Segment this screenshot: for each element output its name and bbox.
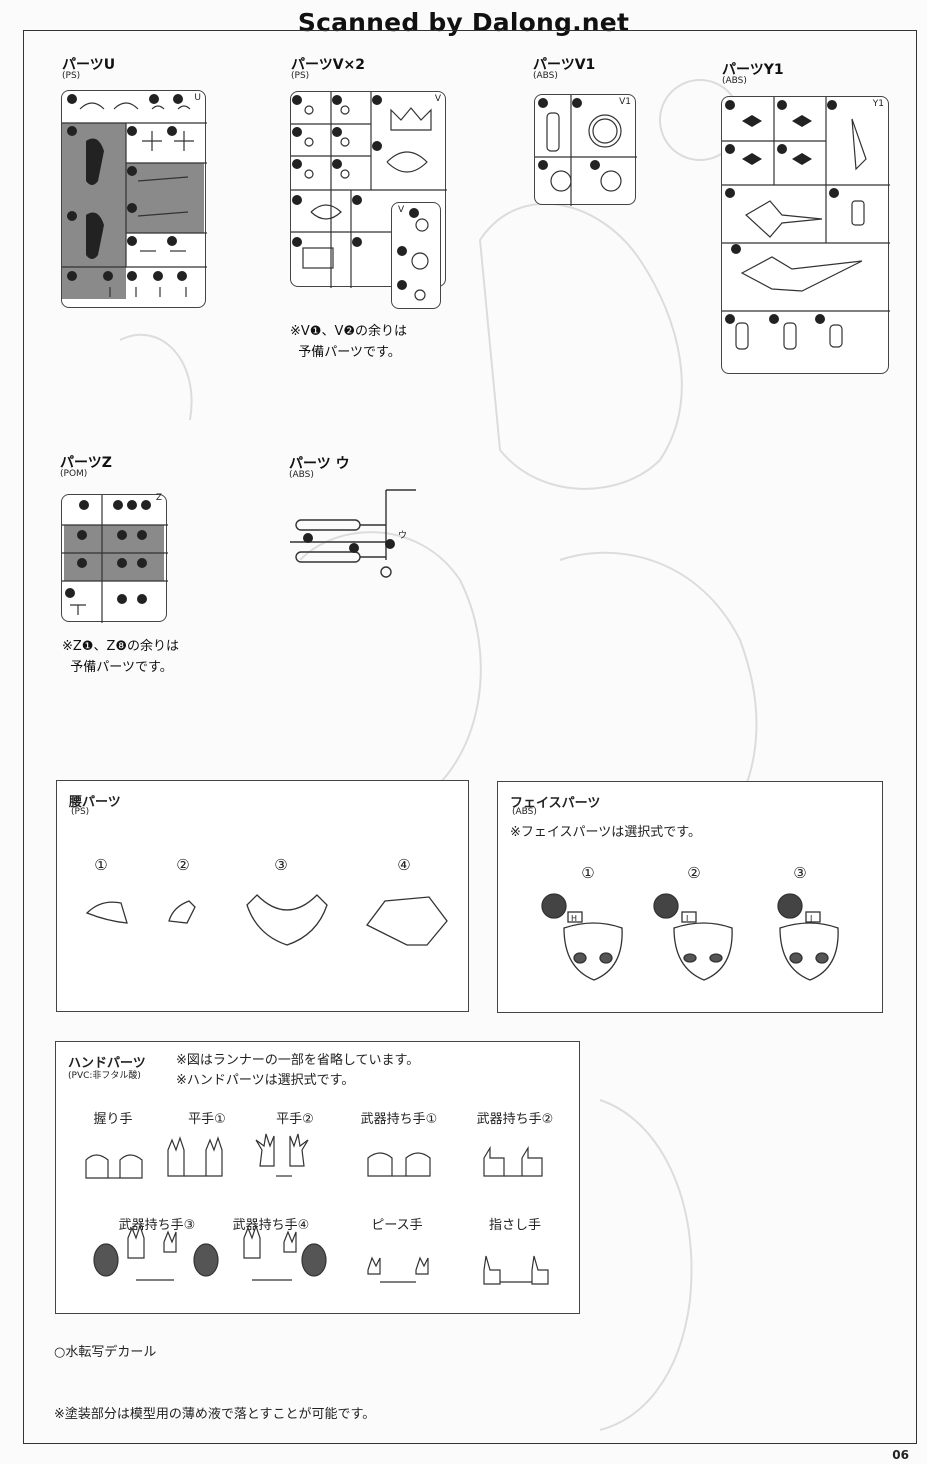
- runner-y1-material: (ABS): [722, 76, 747, 86]
- runner-u2-title: パーツ ウ: [289, 456, 350, 472]
- hand-parts-drawings: [85, 1133, 549, 1285]
- waist-option-4-label: ④: [397, 856, 411, 874]
- runner-z-drawing: [62, 495, 168, 623]
- runner-z-material: (POM): [60, 469, 88, 479]
- runner-y1: Y1: [721, 96, 890, 374]
- face-option-2[interactable]: [653, 893, 733, 981]
- hand-peace-pair[interactable]: [367, 1256, 429, 1283]
- waist-part-4[interactable]: [366, 896, 448, 946]
- runner-v1-drawing: [535, 95, 637, 206]
- runner-v1-title: パーツV1: [533, 57, 596, 73]
- runner-z-title: パーツZ: [60, 455, 112, 471]
- runner-u-material: (PS): [62, 71, 81, 81]
- scan-title: Scanned by Dalong.net: [297, 8, 630, 37]
- runner-u-title: パーツU: [62, 57, 116, 73]
- runner-v-tag: V: [434, 94, 441, 104]
- face-panel-note: ※フェイスパーツは選択式です。: [510, 825, 701, 840]
- face-parts-panel: フェイスパーツ (ABS) ※フェイスパーツは選択式です。 ① ② ③: [497, 781, 883, 1013]
- runner-u-tag: U: [194, 93, 201, 103]
- hand-label-peace: ピース手: [371, 1218, 423, 1233]
- waist-panel-title: 腰パーツ: [69, 795, 121, 810]
- runner-v-spare-note: ※V❶、V❷の余りは 予備パーツです。: [290, 324, 407, 360]
- hand-pointing-pair[interactable]: [483, 1255, 549, 1285]
- runner-u2-drawing: ウ: [290, 489, 416, 578]
- runner-v-drawing: [291, 92, 447, 288]
- face-parts-drawings: H I J: [541, 893, 839, 981]
- hand-parts-panel: ハンドパーツ (PVC:非フタル酸) ※図はランナーの一部を省略しています。 ※…: [55, 1041, 580, 1314]
- hand-label-weapon-3: 武器持ち手③: [118, 1218, 196, 1233]
- face-option-1-label: ①: [581, 864, 595, 882]
- paint-note: ※塗装部分は模型用の薄め液で落とすことが可能です。: [54, 1407, 376, 1422]
- runner-z-spare-note: ※Z❶、Z❽の余りは 予備パーツです。: [62, 639, 180, 675]
- decal-label: ○水転写デカール: [54, 1345, 157, 1360]
- face-tag-2: I: [686, 914, 688, 923]
- runner-v1: V1: [534, 94, 637, 206]
- waist-option-2-label: ②: [176, 856, 190, 874]
- runner-v-sub-drawing: [397, 208, 429, 301]
- face-tag-1: H: [571, 914, 577, 923]
- face-panel-material: (ABS): [512, 807, 537, 817]
- hand-panel-title: ハンドパーツ: [68, 1056, 146, 1071]
- runner-v1-tag: V1: [619, 97, 631, 107]
- hand-panel-material: (PVC:非フタル酸): [68, 1071, 141, 1081]
- face-panel-title: フェイスパーツ: [510, 796, 601, 811]
- waist-parts-drawings: [85, 894, 448, 946]
- face-option-1[interactable]: [541, 893, 623, 981]
- hand-label-weapon-2: 武器持ち手②: [476, 1112, 554, 1127]
- hand-open-2-pair[interactable]: [255, 1133, 309, 1177]
- waist-parts-panel: 腰パーツ (PS) ① ② ③ ④: [56, 780, 469, 1012]
- runner-v1-material: (ABS): [533, 71, 558, 81]
- hand-weapon-3-pair[interactable]: [93, 1224, 219, 1281]
- runner-z: Z: [61, 493, 168, 623]
- hand-panel-note-1: ※図はランナーの一部を省略しています。: [176, 1053, 420, 1068]
- hand-weapon-1-pair[interactable]: [367, 1152, 431, 1177]
- runner-v-material: (PS): [291, 71, 310, 81]
- face-option-3[interactable]: [777, 893, 839, 981]
- runner-u: U: [61, 90, 207, 308]
- runner-y1-title: パーツY1: [722, 62, 784, 78]
- page-number: 06: [892, 1448, 909, 1462]
- page-frame: [23, 30, 917, 1444]
- hand-fist-pair[interactable]: [85, 1154, 143, 1179]
- runner-y1-tag: Y1: [872, 99, 884, 109]
- waist-part-1[interactable]: [85, 901, 128, 924]
- face-option-3-label: ③: [793, 864, 807, 882]
- runner-z-tag: Z: [155, 493, 162, 503]
- hand-label-weapon-4: 武器持ち手④: [232, 1218, 310, 1233]
- face-tag-3: J: [809, 914, 812, 923]
- waist-part-2[interactable]: [168, 900, 196, 924]
- hand-weapon-4-pair[interactable]: [243, 1224, 327, 1281]
- hand-label-open-2: 平手②: [276, 1112, 314, 1127]
- runner-v-sub-tag: V: [398, 205, 405, 215]
- waist-option-1-label: ①: [94, 856, 108, 874]
- runner-v-sub: V: [391, 202, 441, 309]
- runner-u2-tag: ウ: [398, 530, 407, 541]
- waist-option-3-label: ③: [274, 856, 288, 874]
- hand-label-fist: 握り手: [93, 1112, 133, 1127]
- hand-open-1-pair[interactable]: [167, 1136, 223, 1177]
- runner-u-shaded-area-2: [126, 163, 204, 233]
- runner-y1-drawing: [722, 97, 890, 350]
- hand-label-open-1: 平手①: [188, 1112, 226, 1127]
- waist-panel-material: (PS): [71, 807, 90, 817]
- runner-u2-material: (ABS): [289, 470, 314, 480]
- waist-part-3[interactable]: [246, 894, 328, 946]
- runner-v-title: パーツV×2: [291, 57, 366, 73]
- hand-label-pointing: 指さし手: [488, 1218, 541, 1233]
- hand-panel-note-2: ※ハンドパーツは選択式です。: [176, 1073, 355, 1088]
- hand-weapon-2-pair[interactable]: [483, 1145, 543, 1177]
- face-option-2-label: ②: [687, 864, 701, 882]
- hand-label-weapon-1: 武器持ち手①: [360, 1112, 438, 1127]
- runner-u-drawing: [62, 94, 207, 297]
